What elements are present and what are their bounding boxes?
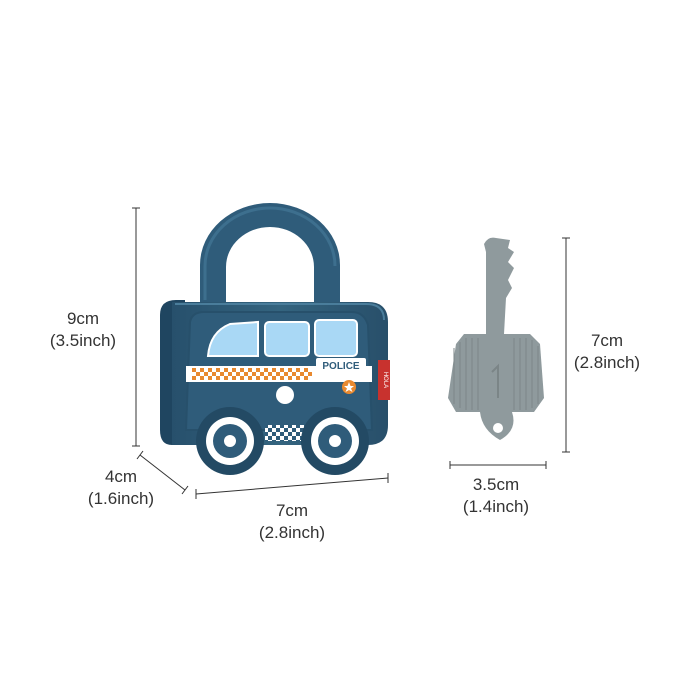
key-width-metric: 3.5cm — [472, 475, 520, 494]
width-metric: 7cm — [275, 501, 309, 520]
bottom-checker — [265, 425, 305, 441]
lock-shackle — [200, 203, 340, 305]
key-icon — [448, 237, 544, 440]
depth-metric: 4cm — [104, 467, 138, 486]
police-sign: POLICE — [316, 358, 366, 372]
height-imperial: (3.5inch) — [49, 331, 117, 350]
depth-imperial: (1.6inch) — [87, 489, 155, 508]
badge-icon — [342, 380, 356, 394]
keyhole-icon — [276, 386, 294, 404]
key-width-imperial: (1.4inch) — [462, 497, 530, 516]
height-label: 9cm (3.5inch) — [28, 308, 138, 352]
key-height-imperial: (2.8inch) — [573, 353, 641, 372]
key-width-label: 3.5cm (1.4inch) — [441, 474, 551, 518]
key-height-metric: 7cm — [590, 331, 624, 350]
wheel-left-icon — [196, 407, 264, 475]
wheel-right-icon — [301, 407, 369, 475]
brand-tag: HOLA — [378, 360, 390, 400]
height-metric: 9cm — [66, 309, 100, 328]
key-height-label: 7cm (2.8inch) — [552, 330, 662, 374]
width-imperial: (2.8inch) — [258, 523, 326, 542]
dimension-lines — [132, 207, 570, 499]
width-label: 7cm (2.8inch) — [237, 500, 347, 544]
police-sign-text: POLICE — [322, 361, 360, 372]
bus-windows — [206, 319, 358, 357]
brand-tag-text: HOLA — [382, 372, 388, 388]
depth-label: 4cm (1.6inch) — [66, 466, 176, 510]
